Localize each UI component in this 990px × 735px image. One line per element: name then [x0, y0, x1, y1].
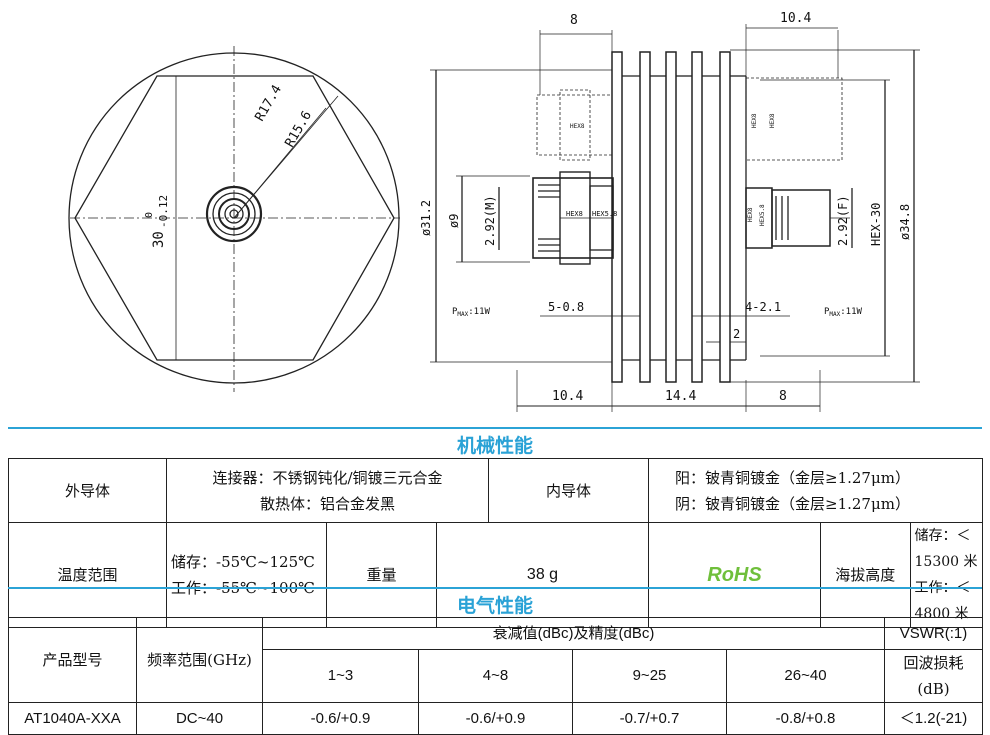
dim-fin-gap: 2 — [733, 327, 740, 341]
dim-hex-tol-lower: -0.12 — [157, 195, 170, 228]
temp-label: 温度范围 — [8, 522, 167, 628]
dim-bottom-left: 10.4 — [552, 389, 583, 404]
col-model: 产品型号 — [8, 617, 137, 703]
altitude-label: 海拔高度 — [821, 523, 911, 627]
row-model: AT1040A-XXA — [8, 702, 137, 735]
hex-label-left-b: HEX5.8 — [592, 210, 617, 218]
section-rule-mid — [8, 587, 982, 589]
row-vswr: ＜1.2(-21) — [884, 702, 983, 735]
hex-label-right-b: HEX5.8 — [759, 204, 766, 226]
row-val-1: -0.6/+0.9 — [262, 702, 419, 735]
row-val-3: -0.7/+0.7 — [572, 702, 727, 735]
row-freq: DC~40 — [136, 702, 263, 735]
section-rule-top — [8, 427, 982, 429]
band-2: 4~8 — [418, 649, 573, 703]
inner-conductor-value: 阳：铍青铜镀金（金层≥1.27μm） 阴：铍青铜镀金（金层≥1.27μm） — [647, 458, 984, 523]
dim-hex-tol-upper: 0 — [144, 212, 155, 218]
dim-fin-right: 4-2.1 — [745, 300, 781, 314]
dim-bottom-mid: 14.4 — [665, 389, 696, 404]
mechanical-title: 机械性能 — [456, 435, 533, 457]
row-val-2: -0.6/+0.9 — [418, 702, 573, 735]
hex-label-left-a: HEX8 — [566, 210, 583, 218]
col-freq: 频率范围(GHz) — [136, 617, 263, 703]
table-row: AT1040A-XXA DC~40 -0.6/+0.9 -0.6/+0.9 -0… — [8, 702, 983, 735]
hex-label-ghost-c: HEX8 — [570, 123, 585, 130]
electrical-table: 产品型号 频率范围(GHz) 衰减值(dBc)及精度(dBc) VSWR(:1)… — [8, 617, 983, 735]
dim-dia-left-conn: ø9 — [447, 214, 461, 228]
mechanical-table: 外导体 连接器：不锈钢钝化/铜镀三元合金 散热体：铝合金发黑 内导体 阳：铍青铜… — [8, 458, 984, 628]
rohs-logo: RoHS — [648, 522, 821, 628]
band-4: 26~40 — [726, 649, 885, 703]
electrical-title: 电气性能 — [456, 595, 533, 617]
dim-top-left: 8 — [570, 13, 578, 28]
pmax-left: PMAX:11W — [452, 307, 491, 318]
technical-drawing: R17.4 R15.6 30 0 -0.12 8 10.4 ø31.2 ø9 2… — [68, 11, 920, 412]
dim-hex-right: HEX-30 — [869, 203, 883, 246]
dim-top-right: 10.4 — [780, 11, 811, 26]
fin-2 — [639, 51, 651, 383]
band-3: 9~25 — [572, 649, 727, 703]
dim-r174: R17.4 — [252, 82, 285, 124]
weight-label: 重量 — [326, 522, 437, 628]
dim-conn-right: 2.92(F) — [836, 195, 850, 246]
hex-label-right-a: HEX8 — [747, 207, 754, 222]
pmax-right: PMAX:11W — [824, 307, 863, 318]
outer-conductor-label: 外导体 — [8, 458, 167, 523]
inner-conductor-label: 内导体 — [488, 458, 649, 523]
dim-dia-right: ø34.8 — [898, 204, 912, 240]
hex-label-ghost-b: HEX8 — [769, 113, 776, 128]
dim-r156: R15.6 — [282, 109, 315, 150]
fin-3 — [665, 51, 677, 383]
dim-hex30: 30 — [151, 231, 167, 248]
connector-outer — [205, 185, 263, 243]
dim-fin-left: 5-0.8 — [548, 300, 584, 314]
fin-1 — [611, 51, 623, 383]
outer-conductor-value: 连接器：不锈钢钝化/铜镀三元合金 散热体：铝合金发黑 — [166, 458, 489, 523]
row-val-4: -0.8/+0.8 — [726, 702, 885, 735]
dim-bottom-right: 8 — [779, 389, 787, 404]
hex-label-ghost-a: HEX8 — [751, 113, 758, 128]
fin-5 — [719, 51, 731, 383]
col-vswr: VSWR(:1) — [884, 617, 983, 650]
dim-conn-left: 2.92(M) — [483, 195, 497, 246]
col-atten: 衰减值(dBc)及精度(dBc) — [262, 617, 885, 650]
dim-dia-left-body: ø31.2 — [419, 200, 433, 236]
band-1: 1~3 — [262, 649, 419, 703]
col-return: 回波损耗(dB) — [884, 649, 983, 703]
weight-value: 38 g — [436, 522, 649, 628]
fin-4 — [691, 51, 703, 383]
